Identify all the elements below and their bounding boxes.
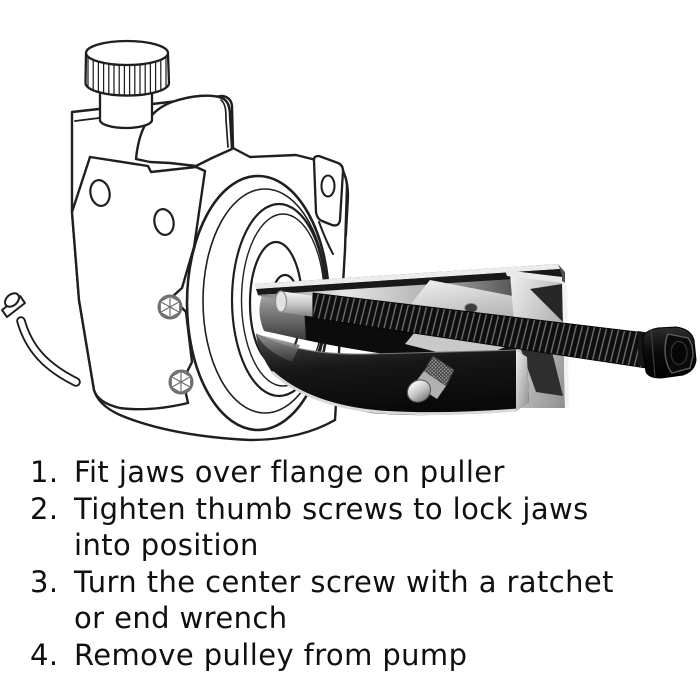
instruction-step-1: 1. Fit jaws over flange on puller (30, 454, 690, 491)
hose-nipple (4, 292, 20, 308)
pump-puller-illustration (1, 39, 697, 442)
cap-neck (98, 86, 154, 130)
screw-tip (280, 291, 314, 317)
step-text: Fit jaws over flange on puller (74, 455, 505, 489)
bracket-hole (89, 179, 111, 207)
hose-fitting (1, 292, 81, 387)
step-number: 2. (30, 491, 59, 526)
step-text-cont: into position (74, 528, 259, 562)
hex-drive-head (642, 326, 697, 379)
step-text: Turn the center screw with a ratchet (74, 564, 614, 599)
ear-hole (320, 174, 336, 198)
thumb-screw (406, 355, 455, 403)
instruction-step-4: 4. Remove pulley from pump (30, 637, 690, 674)
instruction-step-3: 3. Turn the center screw with a ratchet … (30, 564, 690, 637)
step-number: 3. (30, 564, 59, 599)
instruction-list: 1. Fit jaws over flange on puller 2. Tig… (30, 454, 690, 673)
bracket-ear (312, 154, 350, 255)
cap-rib-lines (87, 42, 167, 96)
pulley-puller-tool (254, 264, 697, 416)
cap-top (84, 39, 170, 67)
step-text-cont: or end wrench (74, 601, 288, 635)
step-text: Tighten thumb screws to lock jaws (74, 491, 589, 526)
step-text: Remove pulley from pump (74, 637, 468, 672)
step-number: 1. (30, 455, 59, 489)
hex-bolt (157, 294, 183, 320)
reservoir-cap (84, 39, 171, 130)
step-number: 4. (30, 637, 59, 672)
instruction-step-2: 2. Tighten thumb screws to lock jaws int… (30, 491, 690, 564)
hex-bolt (168, 369, 194, 395)
puller-lower-jaw (255, 333, 529, 416)
mounting-bracket (70, 155, 207, 411)
bracket-hole (153, 208, 175, 236)
